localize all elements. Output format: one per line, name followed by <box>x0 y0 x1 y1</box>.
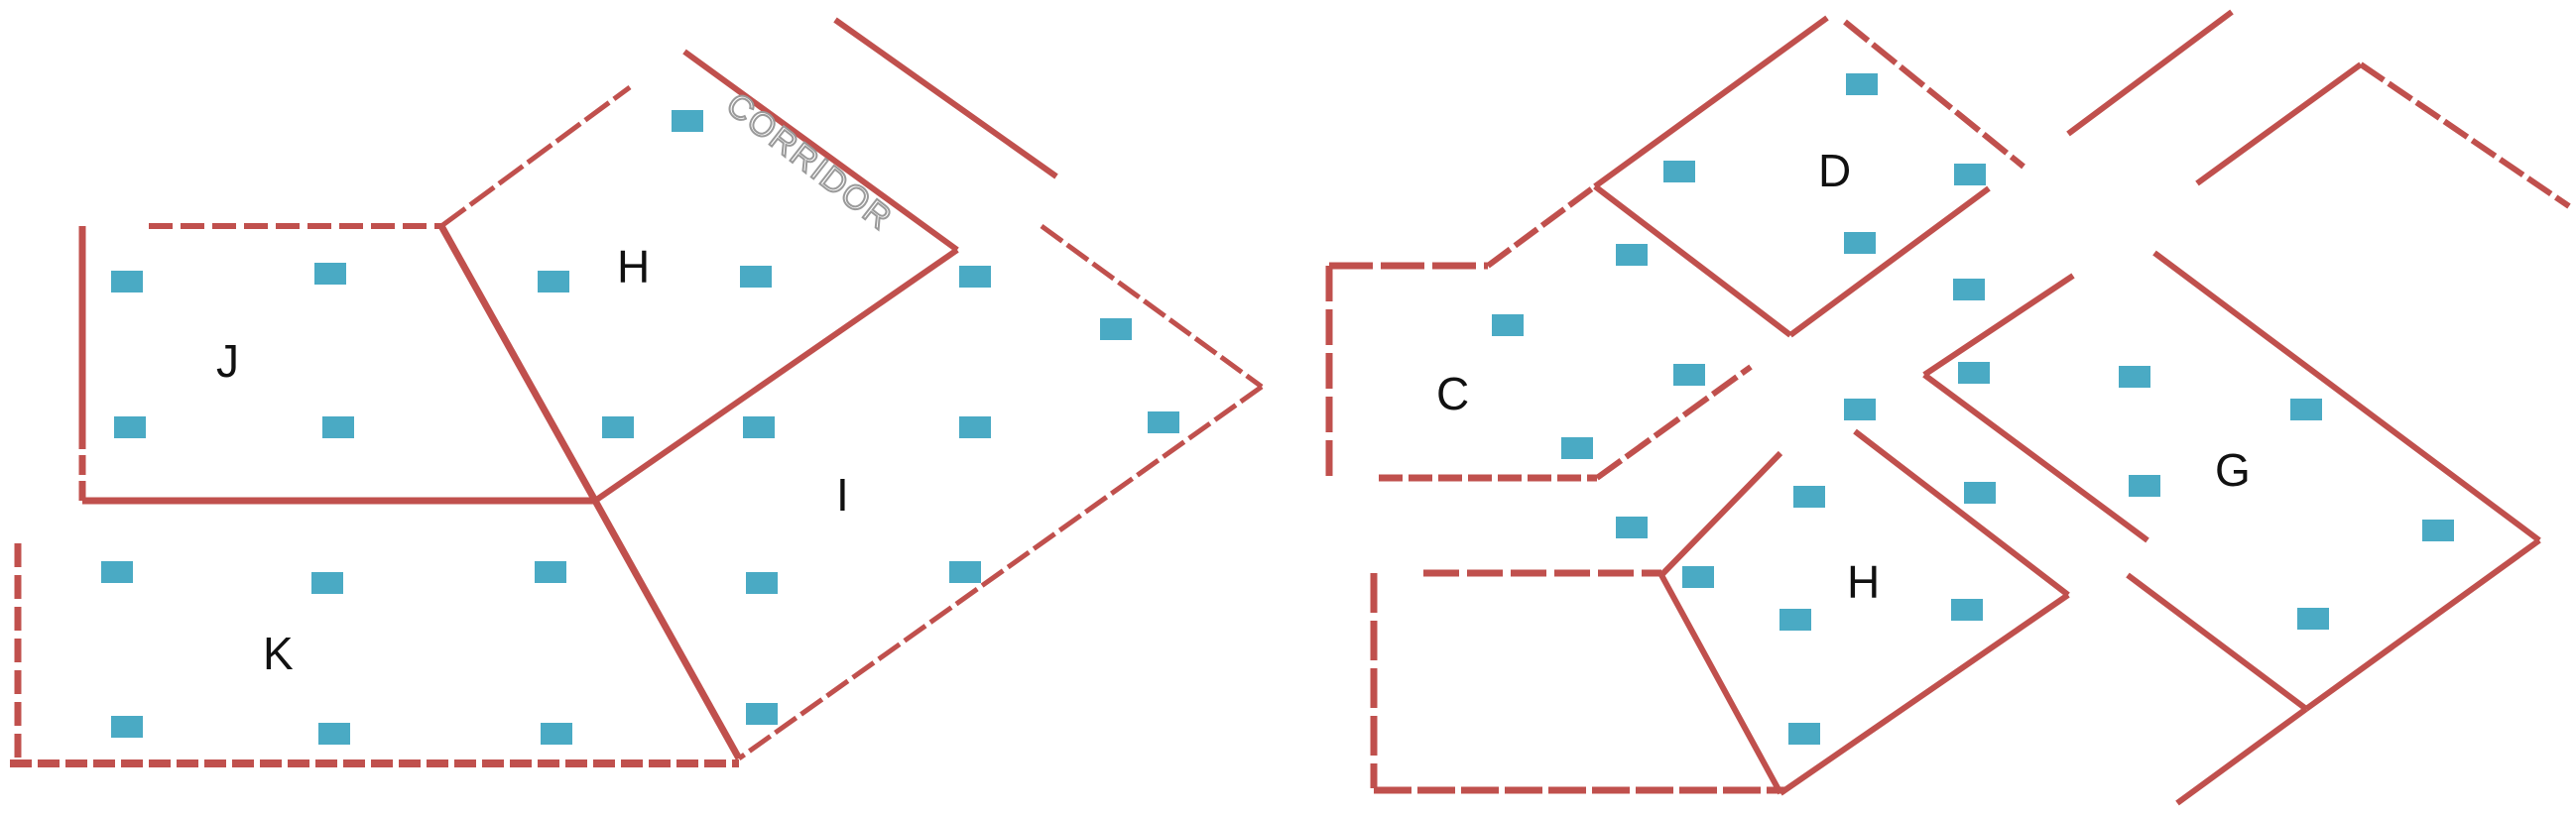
wall-segment <box>1788 185 1991 338</box>
wall-segment <box>437 224 599 503</box>
wall-segment <box>2195 61 2363 186</box>
desk-marker <box>1958 362 1990 384</box>
wall-segment <box>1922 273 2075 378</box>
wall-segment <box>2066 9 2234 137</box>
desk-marker <box>311 572 343 594</box>
wall-segment <box>2359 61 2571 209</box>
room-label-g: G <box>2215 444 2251 496</box>
wall-layer <box>10 9 2571 806</box>
room-label-h-right: H <box>1847 556 1880 608</box>
desk-marker <box>1561 437 1593 459</box>
desk-marker <box>959 416 991 438</box>
desk-marker <box>1964 482 1996 504</box>
desk-marker <box>114 416 146 438</box>
desk-marker <box>322 416 354 438</box>
desk-marker <box>111 271 143 292</box>
desk-marker <box>740 266 772 288</box>
desk-marker <box>541 723 572 745</box>
desk-marker <box>1779 609 1811 631</box>
wall-segment <box>2152 250 2541 543</box>
desk-marker <box>743 416 775 438</box>
room-label-k: K <box>263 628 294 679</box>
desk-marker <box>538 271 569 292</box>
wall-segment <box>1658 450 1783 578</box>
desk-marker <box>1148 411 1179 433</box>
desk-marker <box>2422 520 2454 541</box>
wall-segment <box>1843 19 2025 170</box>
desk-marker <box>949 561 981 583</box>
desk-marker <box>1793 486 1825 508</box>
desk-marker <box>535 561 566 583</box>
wall-segment <box>2175 706 2308 806</box>
desk-marker <box>1663 161 1695 182</box>
wall-segment <box>1853 428 2070 598</box>
desk-marker <box>2297 608 2329 630</box>
wall-segment <box>1593 15 1829 189</box>
desk-marker <box>1673 364 1705 386</box>
desk-marker <box>111 716 143 738</box>
wall-segment <box>737 384 1264 761</box>
wall-segment <box>682 49 959 253</box>
desk-marker <box>1100 318 1132 340</box>
desk-marker <box>2290 399 2322 420</box>
wall-segment <box>1486 183 1597 269</box>
room-label-c: C <box>1436 368 1469 419</box>
wall-segment <box>1040 223 1264 390</box>
wall-segment <box>1593 183 1792 338</box>
desk-marker <box>672 110 703 132</box>
desk-marker <box>1844 232 1876 254</box>
wall-segment <box>439 84 632 229</box>
wall-segment <box>2126 572 2308 712</box>
desk-marker <box>1682 566 1714 588</box>
room-label-i: I <box>836 469 849 521</box>
desk-marker <box>1788 723 1820 745</box>
desk-marker <box>1492 314 1524 336</box>
desk-marker <box>1846 73 1878 95</box>
wall-segment <box>1922 372 2149 543</box>
room-label-h-left: H <box>617 241 650 292</box>
wall-segment <box>593 247 959 504</box>
wall-segment <box>591 499 743 760</box>
desk-marker <box>2119 366 2150 388</box>
wall-segment <box>1595 364 1753 481</box>
desk-marker <box>318 723 350 745</box>
wall-segment <box>1779 592 2070 796</box>
desk-layer <box>101 73 2454 745</box>
desk-marker <box>959 266 991 288</box>
desk-marker <box>1954 164 1986 185</box>
desk-marker <box>1951 599 1983 621</box>
desk-marker <box>1616 244 1648 266</box>
desk-marker <box>1616 517 1648 538</box>
wall-segment <box>1658 573 1783 795</box>
desk-marker <box>746 572 778 594</box>
wall-segment <box>2304 537 2541 712</box>
desk-marker <box>1844 399 1876 420</box>
desk-marker <box>602 416 634 438</box>
wall-segment <box>833 17 1058 179</box>
corridor-label: CORRIDOR <box>719 85 900 238</box>
desk-marker <box>314 263 346 285</box>
desk-marker <box>2129 475 2160 497</box>
desk-marker <box>101 561 133 583</box>
room-label-d: D <box>1818 145 1851 196</box>
room-label-j: J <box>216 335 239 387</box>
desk-marker <box>746 703 778 725</box>
desk-marker <box>1953 279 1985 300</box>
